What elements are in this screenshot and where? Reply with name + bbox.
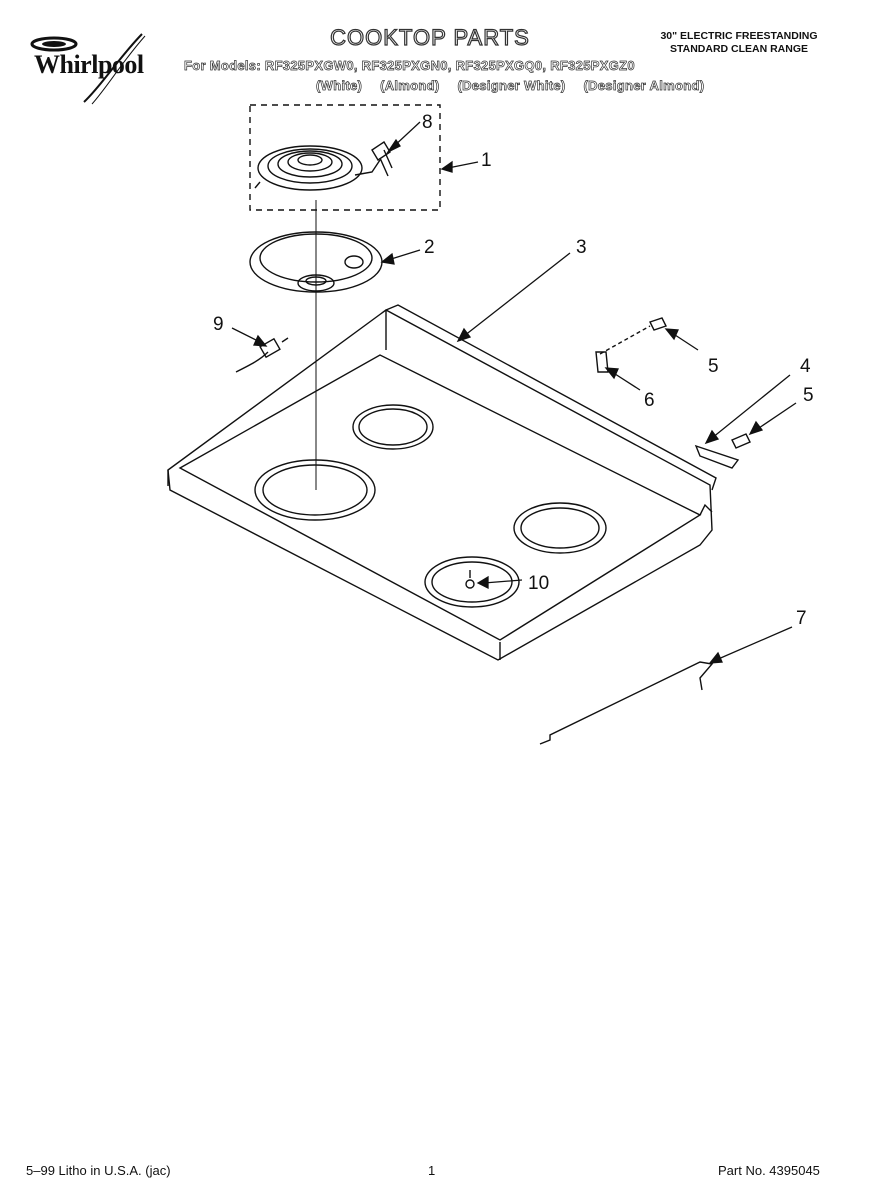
wire-connector xyxy=(235,337,289,373)
leader-7 xyxy=(715,626,793,661)
callout-6: 6 xyxy=(644,390,655,411)
callout-7: 7 xyxy=(796,608,807,629)
burner-opening-right-front xyxy=(424,556,520,608)
callout-10: 10 xyxy=(528,573,549,594)
callout-8: 8 xyxy=(422,112,433,133)
burner-opening-left-rear xyxy=(352,404,434,450)
footer-printed: 5–99 Litho in U.S.A. (jac) xyxy=(26,1163,171,1178)
color-designer-white: (Designer White) xyxy=(457,78,566,94)
callout-2: 2 xyxy=(424,237,435,258)
surface-element-coil xyxy=(254,145,381,191)
callout-5-lower: 5 xyxy=(803,385,814,406)
leader-9 xyxy=(231,327,261,343)
cooktop-main-top xyxy=(167,304,717,661)
leader-3 xyxy=(463,252,571,337)
screw-part-5-lower xyxy=(731,433,751,449)
color-designer-almond: (Designer Almond) xyxy=(583,78,705,94)
terminal-block xyxy=(371,141,393,177)
whirlpool-logo xyxy=(30,33,146,105)
prop-rod xyxy=(539,661,714,745)
leader-10 xyxy=(483,579,523,584)
colors-line: (White) (Almond) (Designer White) (Desig… xyxy=(316,78,718,94)
footer-part-number: Part No. 4395045 xyxy=(718,1163,820,1178)
callout-1: 1 xyxy=(481,150,492,171)
leader-5-lower xyxy=(755,402,797,431)
bracket-part-4 xyxy=(694,444,740,469)
callout-9: 9 xyxy=(213,314,224,335)
page-title: COOKTOP PARTS xyxy=(330,24,530,50)
color-white: (White) xyxy=(316,78,363,94)
models-line: For Models: RF325PXGW0, RF325PXGN0, RF32… xyxy=(184,58,635,74)
callout-5-upper: 5 xyxy=(708,356,719,377)
clip-part-6 xyxy=(595,351,609,373)
footer-page-number: 1 xyxy=(428,1163,436,1178)
burner-opening-left-front xyxy=(254,459,376,521)
leader-4 xyxy=(711,374,791,439)
burner-opening-right-rear xyxy=(513,502,607,554)
color-almond: (Almond) xyxy=(380,78,440,94)
screw-part-5-upper xyxy=(599,317,667,355)
range-type: 30" ELECTRIC FREESTANDING STANDARD CLEAN… xyxy=(639,30,839,56)
leader-1 xyxy=(447,161,479,169)
leader-6 xyxy=(611,371,641,391)
element-assembly-box xyxy=(249,104,441,211)
callout-4: 4 xyxy=(800,356,811,377)
leader-5-upper xyxy=(671,332,699,351)
range-type-line2: STANDARD CLEAN RANGE xyxy=(669,43,809,55)
callout-3: 3 xyxy=(576,237,587,258)
screw-part-10 xyxy=(465,570,475,589)
brand-logo-text: Whirlpool xyxy=(34,50,144,79)
range-type-line1: 30" ELECTRIC FREESTANDING xyxy=(660,30,818,42)
